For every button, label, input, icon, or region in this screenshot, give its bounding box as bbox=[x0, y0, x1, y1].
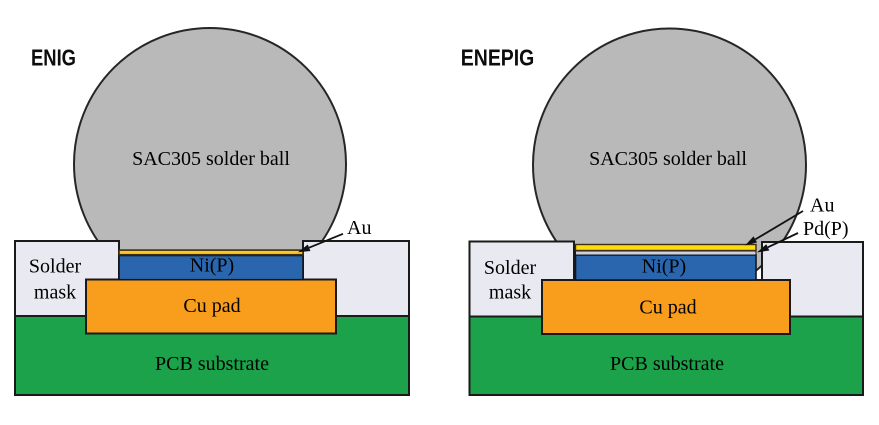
svg-text:PCB substrate: PCB substrate bbox=[610, 353, 724, 375]
svg-text:ENEPIG: ENEPIG bbox=[461, 45, 535, 71]
svg-text:PCB substrate: PCB substrate bbox=[155, 353, 269, 375]
svg-text:Ni(P): Ni(P) bbox=[190, 255, 234, 277]
svg-text:ENIG: ENIG bbox=[31, 45, 76, 71]
svg-text:Ni(P): Ni(P) bbox=[642, 256, 686, 278]
svg-text:mask: mask bbox=[34, 282, 76, 304]
svg-text:Au: Au bbox=[810, 195, 834, 217]
svg-text:mask: mask bbox=[489, 282, 531, 304]
svg-text:SAC305 solder ball: SAC305 solder ball bbox=[132, 148, 290, 170]
svg-text:Pd(P): Pd(P) bbox=[803, 218, 849, 240]
svg-text:Solder: Solder bbox=[29, 256, 82, 278]
svg-text:SAC305 solder ball: SAC305 solder ball bbox=[589, 148, 747, 170]
svg-text:Au: Au bbox=[347, 217, 371, 239]
svg-text:Solder: Solder bbox=[484, 257, 537, 279]
svg-text:Cu pad: Cu pad bbox=[183, 295, 240, 317]
svg-text:Cu pad: Cu pad bbox=[639, 297, 696, 319]
